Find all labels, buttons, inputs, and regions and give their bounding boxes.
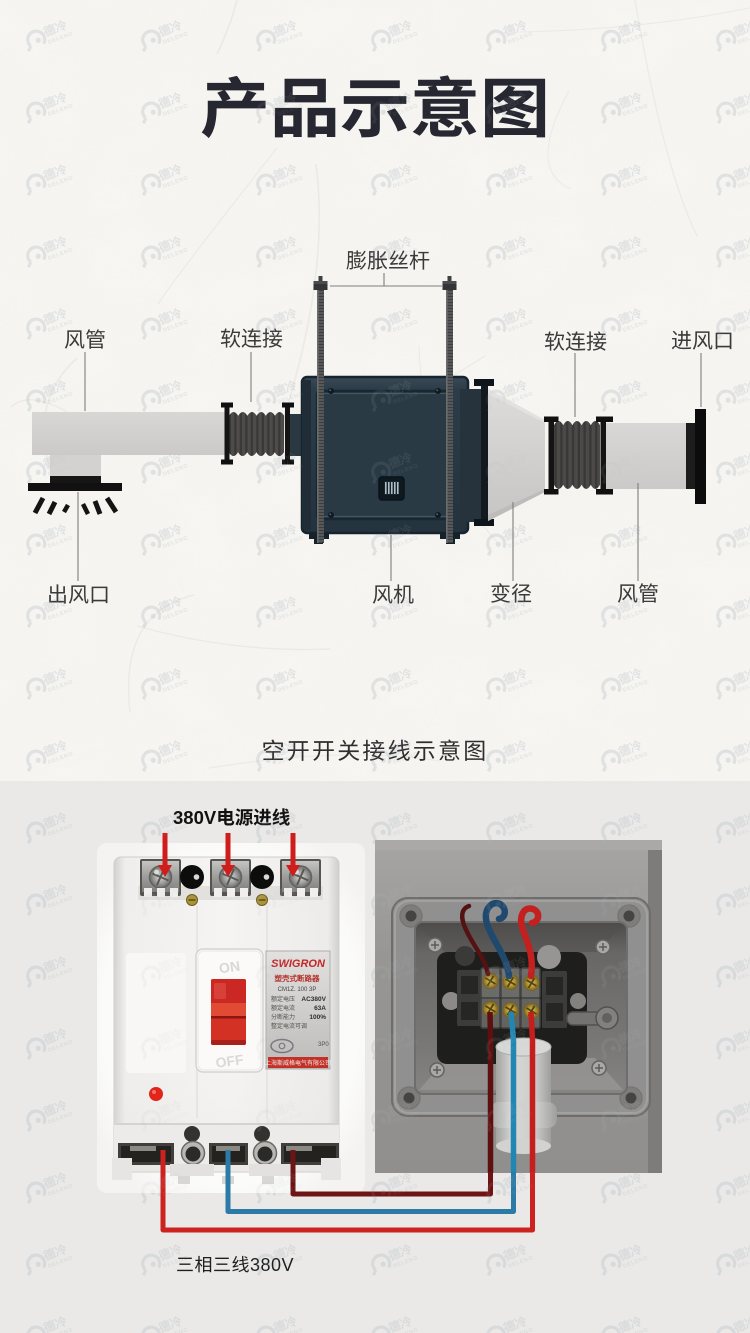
svg-text:额定电流: 额定电流 — [271, 1003, 295, 1012]
svg-text:OFF: OFF — [215, 1051, 245, 1071]
svg-text:SWIGRON: SWIGRON — [271, 958, 326, 970]
svg-text:上海斯威格电气有限公司: 上海斯威格电气有限公司 — [265, 1058, 331, 1067]
svg-text:3P0: 3P0 — [318, 1042, 329, 1048]
svg-text:63A: 63A — [314, 1005, 326, 1012]
svg-text:100%: 100% — [309, 1014, 326, 1021]
svg-text:ON: ON — [218, 958, 241, 977]
svg-text:额定电压: 额定电压 — [271, 994, 295, 1003]
svg-text:CM1Z. 100 3P: CM1Z. 100 3P — [278, 987, 317, 993]
svg-text:AC380V: AC380V — [301, 996, 326, 1003]
svg-text:塑壳式断路器: 塑壳式断路器 — [275, 973, 320, 984]
svg-text:整定电流可调: 整定电流可调 — [271, 1021, 307, 1030]
svg-text:分断能力: 分断能力 — [271, 1012, 295, 1021]
